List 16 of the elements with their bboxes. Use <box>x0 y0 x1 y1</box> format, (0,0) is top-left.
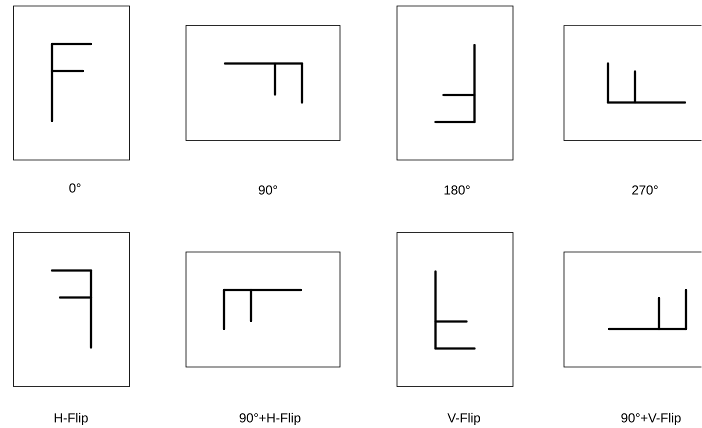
node-label: 90°+V-Flip <box>621 412 681 426</box>
node-label: H-Flip <box>54 412 88 426</box>
node-label: 180° <box>444 185 470 195</box>
node-label: 90° <box>258 185 278 195</box>
frame-box <box>396 6 514 160</box>
frame-box <box>564 252 702 368</box>
frame-box <box>186 252 340 368</box>
frame-box <box>564 25 702 141</box>
frame-box <box>396 232 514 387</box>
frame-box <box>186 25 340 141</box>
node-label: 90°+H-Flip <box>240 412 300 426</box>
node-label: 270° <box>632 185 658 195</box>
frame-box <box>13 232 130 387</box>
node-label: V-Flip <box>447 412 480 426</box>
frame-box <box>13 6 130 160</box>
node-label: 0° <box>69 183 80 193</box>
